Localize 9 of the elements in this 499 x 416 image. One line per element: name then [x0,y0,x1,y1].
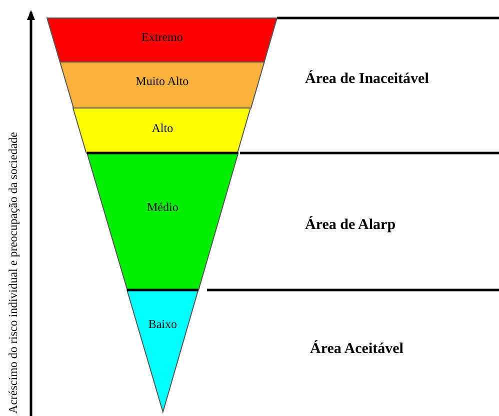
band-label: Baixo [148,317,177,332]
band-label: Médio [147,200,178,215]
zone-label: Área de Inaceitável [305,71,429,88]
band-label: Muito Alto [136,74,189,89]
axis-label: Acréscimo do risco individual e preocupação da sociedade [6,132,21,414]
band-label: Alto [152,121,174,136]
zone-label: Área Aceitável [310,341,404,358]
zone-label: Área de Alarp [305,217,396,234]
band-label: Extremo [142,30,183,45]
